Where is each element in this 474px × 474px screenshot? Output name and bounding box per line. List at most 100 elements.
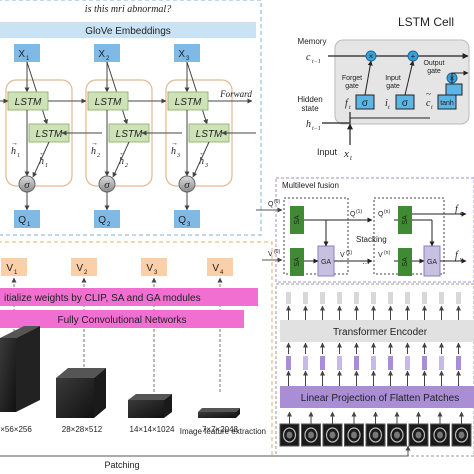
- output-token: [337, 292, 342, 304]
- feature-map-2: [56, 368, 106, 418]
- svg-text:LSTM: LSTM: [15, 97, 42, 108]
- v1-label: V: [340, 252, 345, 259]
- svg-text:2: 2: [97, 153, 100, 159]
- svg-text:V: V: [76, 263, 83, 274]
- svg-text:q: q: [460, 211, 463, 217]
- clip-init-bar: [0, 288, 258, 306]
- lstm-cell-panel: LSTM Cell Memory c t−1 Hidden state h t−…: [297, 15, 470, 162]
- svg-text:X: X: [18, 49, 25, 60]
- output-token: [388, 292, 393, 304]
- embedding-token: [286, 356, 291, 370]
- svg-text:3: 3: [176, 153, 180, 159]
- svg-text:SA: SA: [294, 215, 301, 225]
- svg-text:7×7×2048: 7×7×2048: [202, 425, 239, 434]
- svg-text:h: h: [91, 146, 96, 157]
- svg-text:4: 4: [220, 270, 224, 276]
- svg-text:←: ←: [39, 149, 46, 157]
- mri-patch-2: [301, 411, 321, 447]
- svg-text:→: →: [91, 139, 98, 147]
- svg-text:(1): (1): [346, 250, 352, 256]
- output-token: [439, 292, 444, 304]
- image-feature-label: Image feature extraction: [180, 427, 266, 436]
- embedding-token: [371, 356, 376, 370]
- output-token: [371, 292, 376, 304]
- mri-patch-8: [430, 411, 450, 447]
- svg-text:→: →: [11, 139, 18, 147]
- svg-text:V: V: [212, 263, 219, 274]
- qn-label: Q: [378, 211, 384, 218]
- sigma-node-1: σ: [18, 175, 36, 211]
- glove-embeddings-label: GloVe Embeddings: [85, 26, 171, 37]
- svg-text:LSTM: LSTM: [175, 97, 202, 108]
- patching-label: Patching: [104, 460, 139, 470]
- hidden-label-1: Hidden: [297, 95, 322, 104]
- svg-text:h: h: [11, 146, 16, 157]
- svg-text:~: ~: [426, 89, 431, 99]
- embedding-token: [320, 356, 325, 370]
- feature-map-4: [198, 408, 240, 418]
- svg-text:V: V: [6, 263, 13, 274]
- svg-text:(n): (n): [384, 250, 390, 256]
- svg-text:tanh: tanh: [440, 100, 454, 107]
- fusion-sa-q-1: [290, 206, 304, 234]
- fq-label: f: [455, 204, 459, 215]
- svg-text:h: h: [119, 156, 124, 167]
- svg-text:Q: Q: [18, 215, 26, 226]
- embedding-token: [456, 356, 461, 370]
- svg-text:LSTM: LSTM: [196, 129, 223, 140]
- svg-text:t: t: [431, 105, 433, 111]
- svg-text:X: X: [178, 49, 185, 60]
- output-token: [405, 292, 410, 304]
- fusion-sa-v-n: [398, 248, 412, 276]
- svg-text:σ: σ: [24, 179, 30, 191]
- svg-text:h: h: [39, 156, 44, 167]
- svg-text:×56×256: ×56×256: [0, 425, 32, 434]
- sigma-node-3: σ: [178, 175, 196, 211]
- mri-patch-4: [344, 411, 364, 447]
- forget-gate-label-2: gate: [345, 83, 359, 90]
- svg-text:…: …: [362, 257, 370, 266]
- vn-label: V: [378, 252, 383, 259]
- i-var: i: [385, 98, 388, 109]
- svg-text:GA: GA: [321, 259, 331, 266]
- svg-text:X: X: [98, 49, 105, 60]
- embedding-token: [439, 356, 444, 370]
- svg-text:σ: σ: [402, 98, 409, 109]
- f-var: f: [345, 98, 349, 109]
- forward-lstm-2: LSTM: [87, 91, 129, 111]
- mri-patch-9: [451, 411, 472, 447]
- svg-text:SA: SA: [402, 215, 409, 225]
- svg-text:×: ×: [369, 52, 374, 61]
- text-branch-panel: is this mri abnormal? GloVe Embeddings X…: [0, 0, 262, 236]
- svg-text:1: 1: [27, 222, 31, 228]
- fcn-text: Fully Convolutional Networks: [58, 315, 187, 326]
- output-token: [320, 292, 325, 304]
- output-token: [422, 292, 427, 304]
- svg-text:GA: GA: [427, 259, 437, 266]
- linear-projection-block: [280, 386, 474, 408]
- svg-text:2: 2: [125, 163, 128, 169]
- fusion-sa-v-1: [290, 248, 304, 276]
- memory-sub: t−1: [312, 59, 321, 65]
- feature-size-label-4: 7×7×2048: [202, 425, 239, 434]
- mri-patch-1: [279, 411, 300, 447]
- mri-patch-7: [408, 411, 429, 447]
- mri-patch-5: [365, 411, 386, 447]
- svg-text:→: →: [171, 139, 178, 147]
- svg-text:(n): (n): [384, 209, 390, 215]
- embedding-token: [303, 356, 308, 370]
- sigma-node-2: σ: [98, 175, 116, 211]
- svg-text:2: 2: [84, 270, 88, 276]
- svg-text:σ: σ: [184, 179, 190, 191]
- question-text: is this mri abnormal?: [85, 4, 171, 15]
